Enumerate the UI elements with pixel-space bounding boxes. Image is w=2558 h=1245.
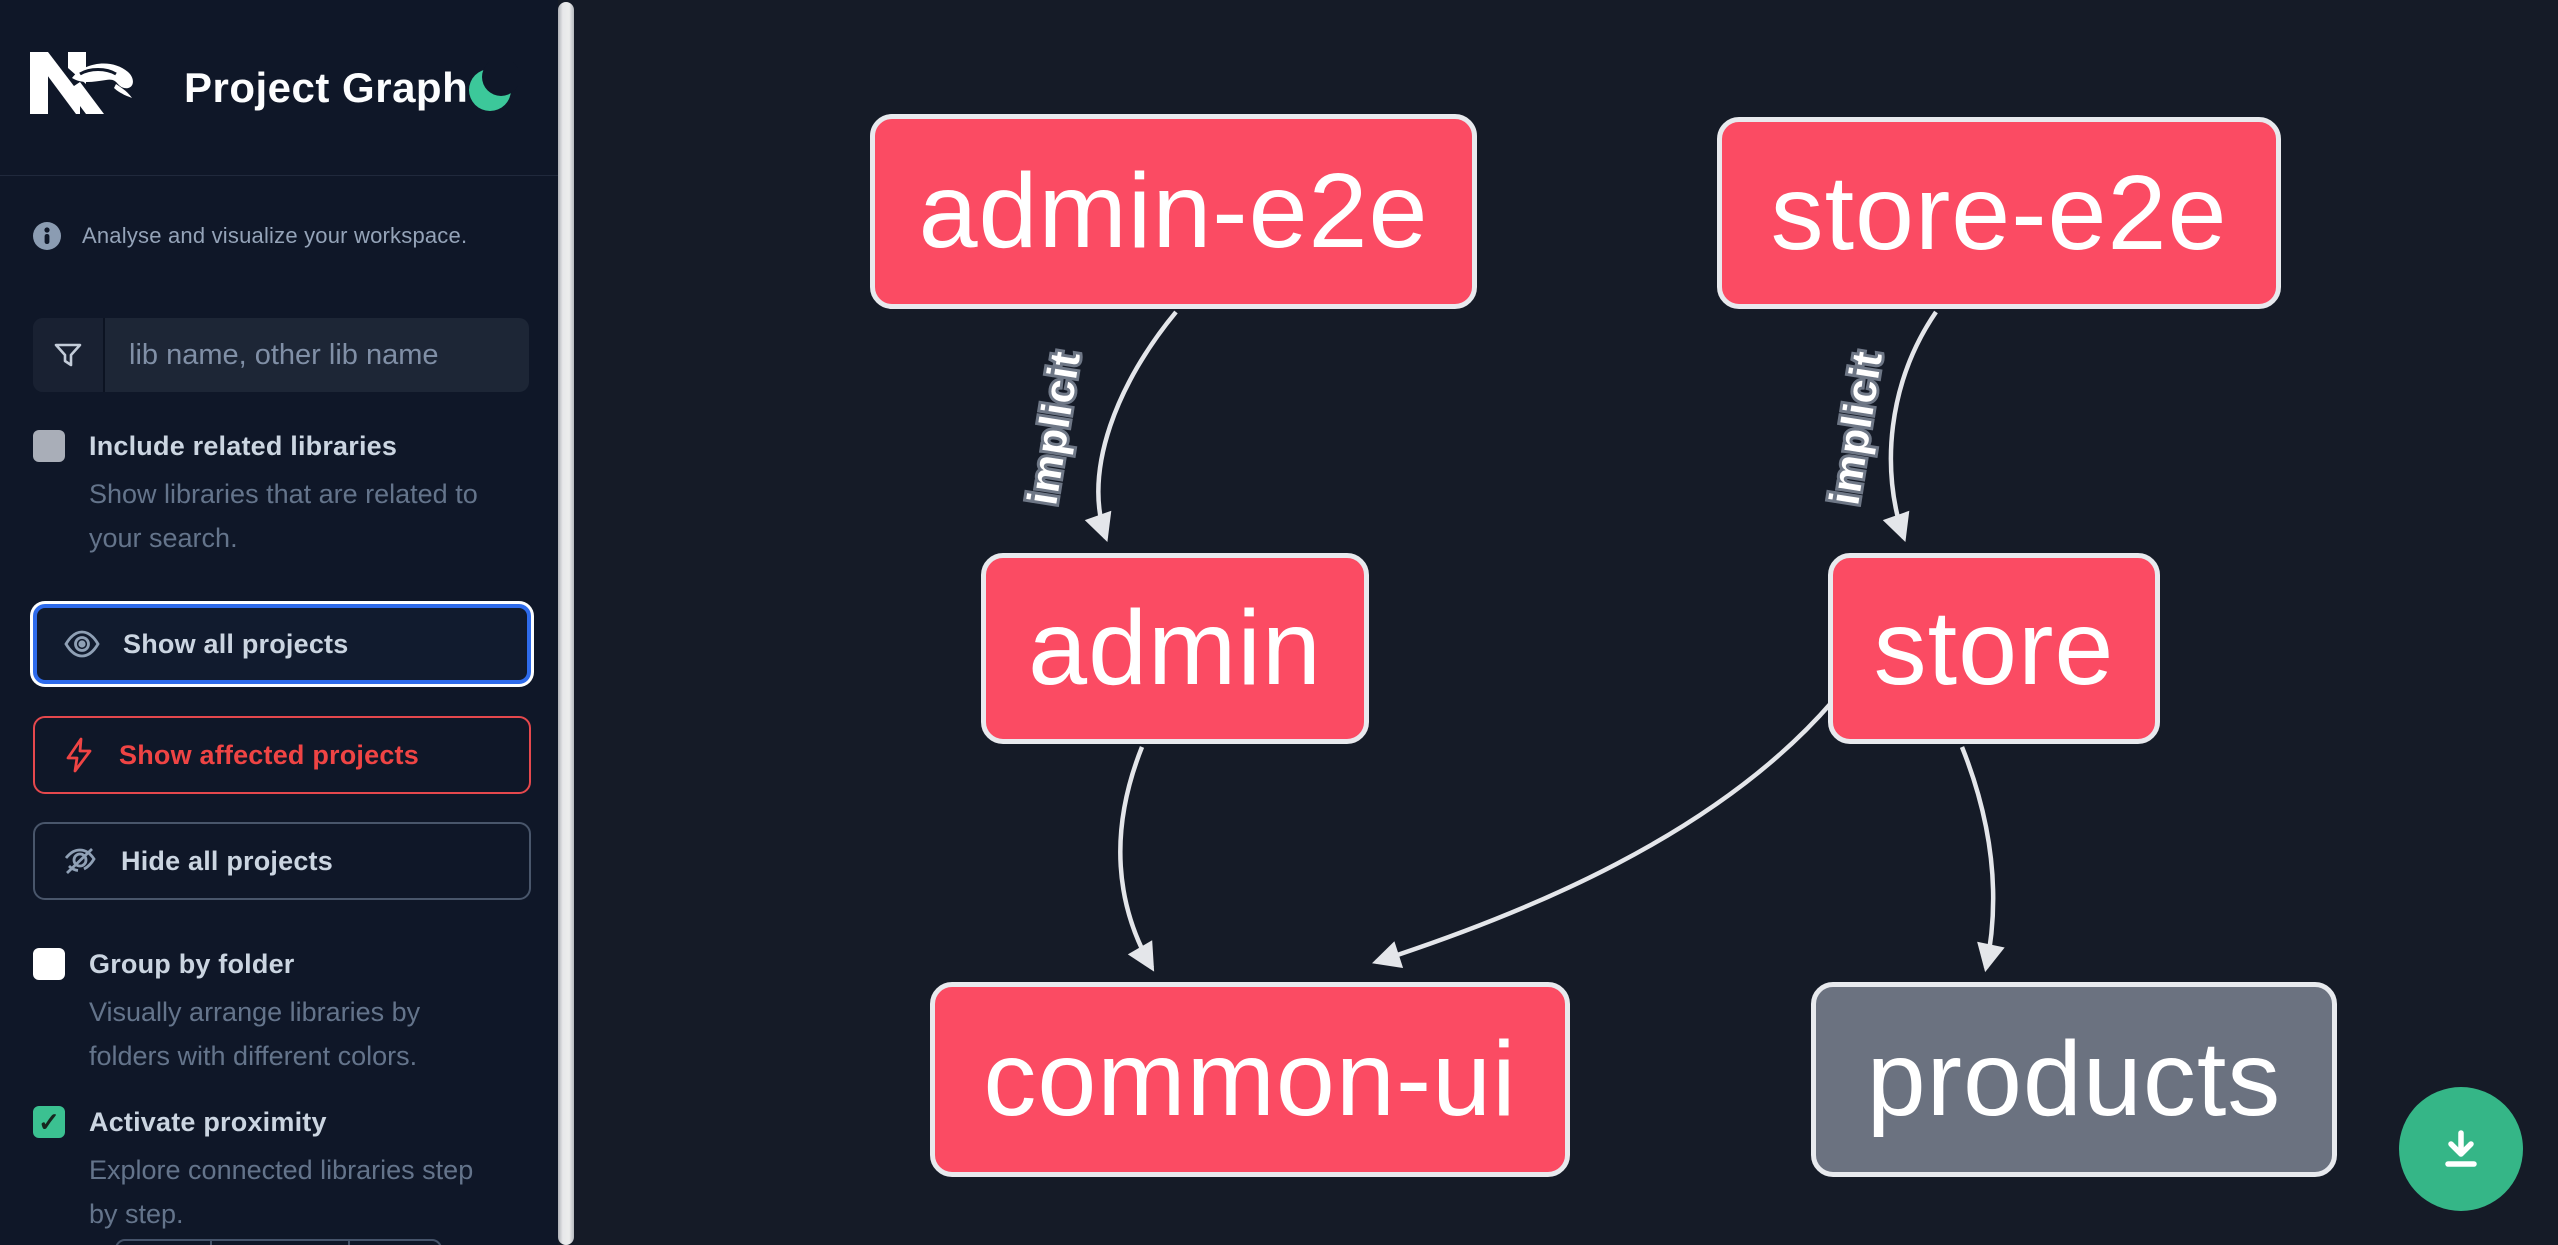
activate-proximity-label: Activate proximity <box>89 1106 327 1137</box>
eye-slash-icon <box>64 847 96 875</box>
activate-proximity-checkbox[interactable]: ✓ <box>33 1106 65 1138</box>
sidebar-header: Project Graph <box>0 0 558 176</box>
graph-node-store-e2e[interactable]: store-e2e <box>1717 117 2281 309</box>
hide-all-projects-button[interactable]: Hide all projects <box>33 822 531 900</box>
search-input[interactable] <box>105 318 529 392</box>
node-label: store-e2e <box>1770 153 2228 272</box>
stepper-decrement[interactable] <box>117 1241 210 1245</box>
filter-funnel-icon <box>33 318 105 392</box>
info-icon <box>33 222 61 250</box>
include-related-checkbox[interactable] <box>33 430 65 462</box>
sidebar: Project Graph Analyse and visualize your… <box>0 0 558 1245</box>
include-related-description: Show libraries that are related to your … <box>89 479 478 553</box>
show-all-projects-label: Show all projects <box>123 628 349 659</box>
toggle-group-by-folder: Group by folder Visually arrange librari… <box>33 948 495 1078</box>
node-label: common-ui <box>983 1020 1517 1138</box>
app-title: Project Graph <box>184 64 469 111</box>
stepper-increment[interactable] <box>348 1241 440 1245</box>
graph-node-common-ui[interactable]: common-ui <box>930 982 1570 1177</box>
graph-node-store[interactable]: store <box>1828 553 2160 744</box>
activate-proximity-description: Explore connected libraries step by step… <box>89 1155 474 1229</box>
show-affected-projects-button[interactable]: Show affected projects <box>33 716 531 794</box>
node-label: admin-e2e <box>918 152 1429 270</box>
node-label: store <box>1873 589 2115 707</box>
hide-all-projects-label: Hide all projects <box>121 845 333 876</box>
lightning-bolt-icon <box>66 737 92 773</box>
node-label: products <box>1866 1020 2282 1138</box>
include-related-label: Include related libraries <box>89 430 398 461</box>
dark-mode-moon-icon[interactable] <box>466 62 518 114</box>
proximity-stepper-control[interactable] <box>115 1239 442 1245</box>
stepper-value <box>210 1241 348 1245</box>
node-label: admin <box>1028 589 1322 707</box>
group-by-folder-description: Visually arrange libraries by folders wi… <box>89 997 421 1071</box>
checkmark-icon: ✓ <box>38 1107 60 1137</box>
search-box <box>33 318 529 392</box>
download-icon <box>2445 1130 2477 1167</box>
nx-logo-icon <box>30 52 133 114</box>
tagline-row: Analyse and visualize your workspace. <box>33 222 467 250</box>
group-by-folder-label: Group by folder <box>89 948 295 979</box>
show-all-projects-button[interactable]: Show all projects <box>33 604 531 684</box>
sidebar-scrollbar[interactable] <box>558 2 574 1245</box>
group-by-folder-checkbox[interactable] <box>33 948 65 980</box>
toggle-activate-proximity: ✓ Activate proximity Explore connected l… <box>33 1106 495 1236</box>
graph-node-admin[interactable]: admin <box>981 553 1369 744</box>
download-graph-button[interactable] <box>2399 1087 2523 1211</box>
graph-node-admin-e2e[interactable]: admin-e2e <box>870 114 1477 309</box>
eye-icon <box>64 630 100 658</box>
tagline-text: Analyse and visualize your workspace. <box>82 223 468 248</box>
show-affected-projects-label: Show affected projects <box>119 739 419 770</box>
toggle-include-related: Include related libraries Show libraries… <box>33 430 495 560</box>
graph-node-products[interactable]: products <box>1811 982 2337 1177</box>
